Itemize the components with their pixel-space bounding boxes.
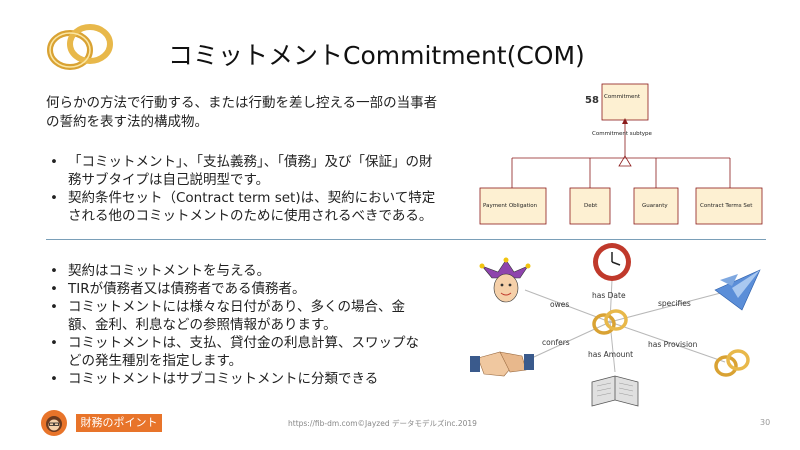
uml-parent-label: Commitment — [604, 94, 641, 100]
list-item: コミットメントは、支払、貸付金の利息計算、スワップなどの発生種別を指定します。 — [46, 334, 426, 370]
edge-label: has Amount — [588, 350, 633, 359]
list-item: 契約条件セット（Contract term set)は、契約において特定される他… — [46, 189, 436, 225]
edge-label: has Date — [592, 291, 626, 300]
uml-child-label: Debt — [584, 203, 598, 209]
rings-logo-icon — [47, 24, 113, 70]
rings-icon — [592, 309, 628, 335]
paper-plane-icon — [714, 269, 761, 311]
list-item: コミットメントには様々な日付があり、多くの場合、金額、金利、利息などの参照情報が… — [46, 298, 426, 334]
uml-child-box — [695, 187, 763, 225]
intro-text: 何らかの方法で行動する、または行動を差し控える一部の当事者の誓約を表す法的構成物… — [46, 95, 438, 130]
uml-child-label: Payment Obligation — [483, 203, 538, 209]
edge-label: owes — [550, 300, 569, 309]
edge-label: confers — [542, 338, 570, 347]
uml-arrowhead — [622, 118, 628, 124]
uml-child-label: Guaranty — [642, 203, 668, 209]
uml-subtype-label: Commitment subtype — [592, 131, 652, 137]
finance-point-button[interactable]: 財務のポイント — [76, 414, 162, 432]
avatar — [41, 410, 67, 436]
uml-child-box — [479, 187, 547, 225]
jester-icon — [479, 257, 531, 303]
page-number: 30 — [760, 418, 771, 427]
list-item: 契約はコミットメントを与える。 — [46, 262, 426, 280]
list-item: 「コミットメント」、「支払義務」、「債務」及び「保証」の財務サブタイプは自己説明… — [46, 153, 436, 189]
handshake-icon — [470, 351, 534, 377]
clock-icon — [593, 243, 631, 281]
uml-child-box — [633, 187, 679, 225]
list-item: TIRが債務者又は債務者である債務者。 — [46, 280, 426, 298]
divider — [46, 239, 766, 240]
page-title: コミットメントCommitment(COM) — [168, 41, 585, 70]
list-item: コミットメントはサブコミットメントに分類できる — [46, 370, 426, 388]
commitment-network-diagram: owes has Date specifies confers has Amou… — [470, 243, 761, 407]
gold-rings-icon — [714, 349, 750, 377]
book-icon — [591, 375, 639, 407]
bottom-bullet-list: 契約はコミットメントを与える。 TIRが債務者又は債務者である債務者。 コミット… — [46, 262, 426, 388]
uml-subtype-diagram: 58 Commitment Commitment subtype Payment… — [479, 83, 763, 225]
uml-parent-box — [601, 83, 649, 121]
footer-url: https://fib-dm.com©Jayzed データモデルズinc.201… — [288, 419, 477, 428]
entity-number: 58 — [585, 95, 599, 106]
uml-subtype-triangle — [618, 155, 632, 167]
edge-label: has Provision — [648, 340, 698, 349]
uml-child-box — [569, 187, 611, 225]
uml-child-label: Contract Terms Set — [700, 203, 753, 209]
edge-label: specifies — [658, 299, 691, 308]
top-bullet-list: 「コミットメント」、「支払義務」、「債務」及び「保証」の財務サブタイプは自己説明… — [46, 153, 436, 225]
